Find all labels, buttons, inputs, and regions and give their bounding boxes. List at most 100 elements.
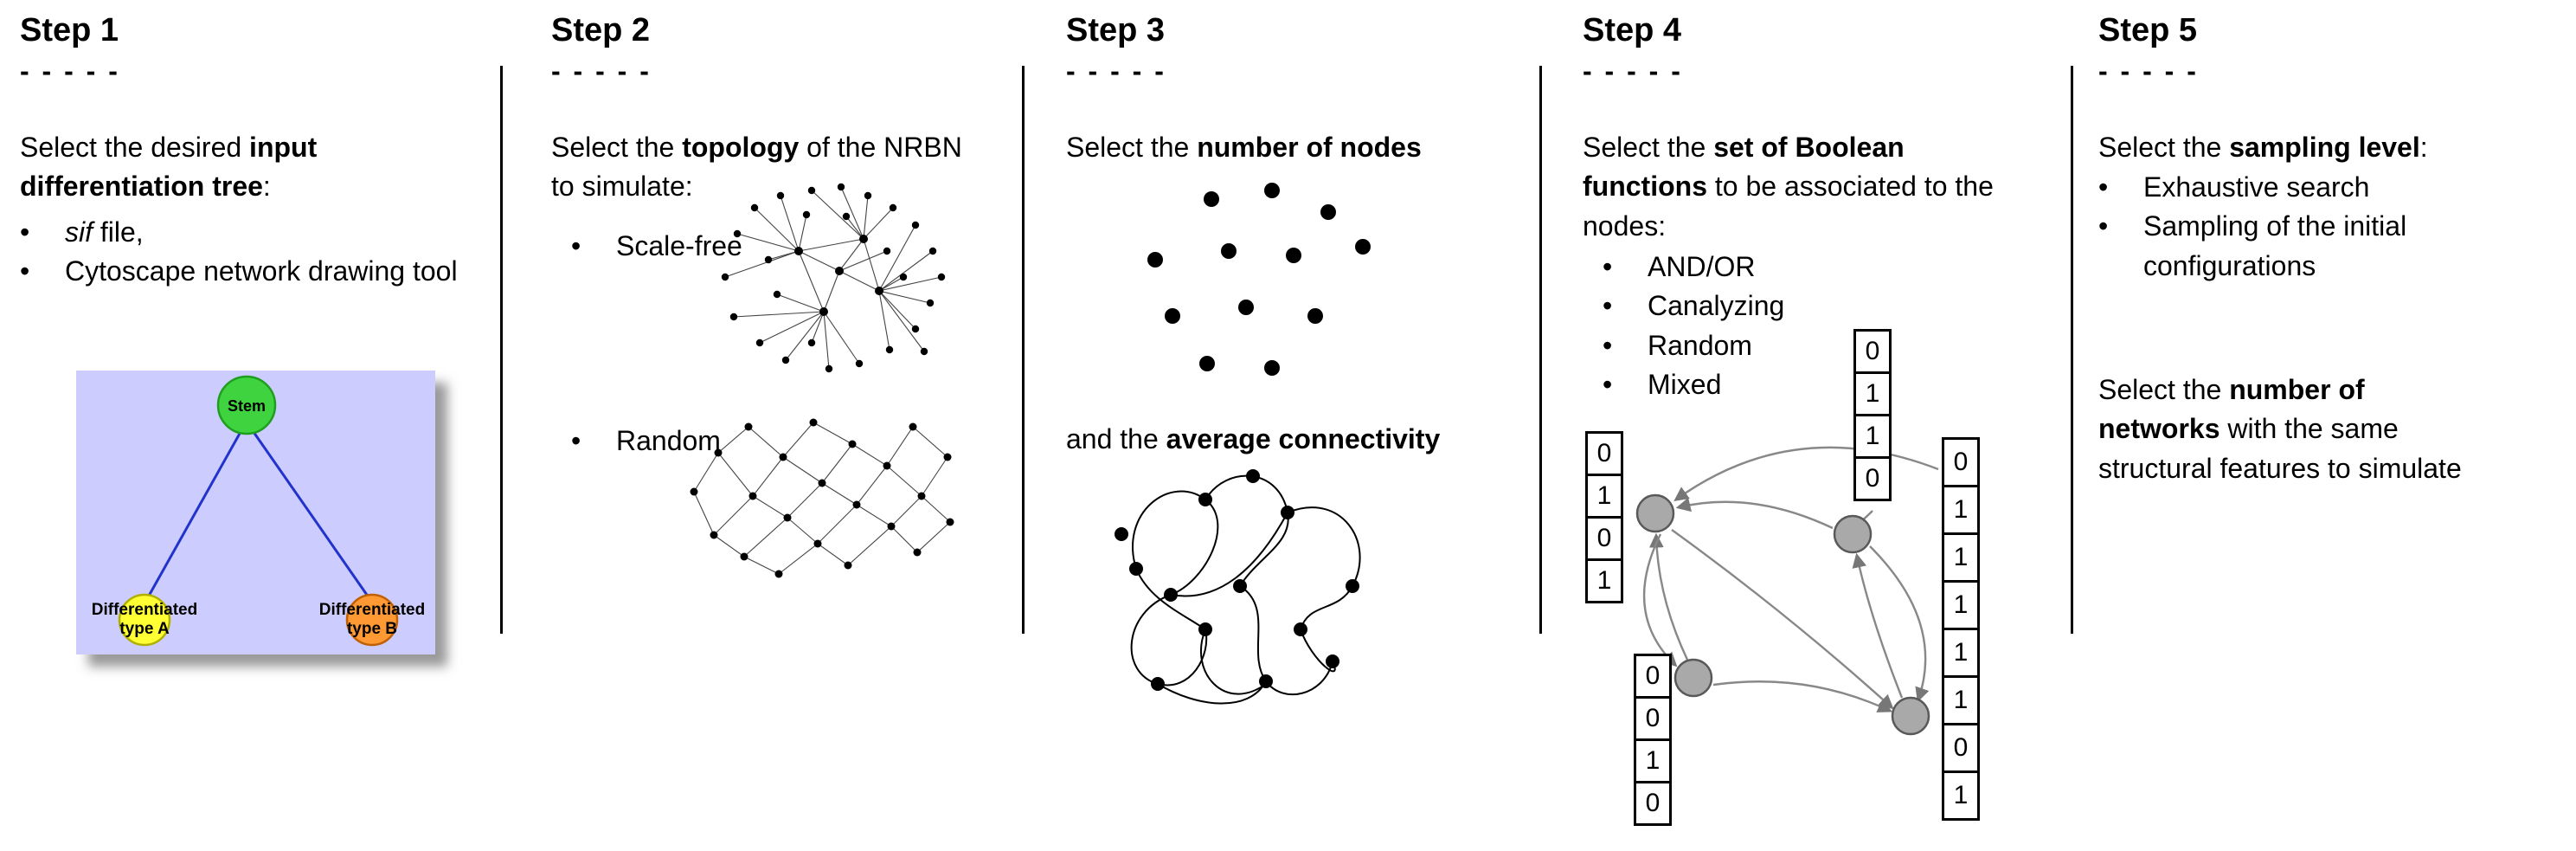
step-3-line2: and the average connectivity bbox=[1066, 420, 1533, 459]
text: Select the bbox=[2098, 374, 2230, 405]
truth-table-cell: 1 bbox=[1634, 738, 1672, 783]
type-b-label-line1: Differentiated bbox=[319, 601, 425, 619]
differentiation-tree-figure: Stem Differentiated type A Differentiate… bbox=[76, 371, 435, 654]
truth-table-right: 0 1 1 1 1 1 0 1 bbox=[1942, 437, 1980, 821]
text: file, bbox=[93, 216, 144, 248]
intro-bold-text: sampling level bbox=[2229, 132, 2420, 163]
list-item: • Random bbox=[1603, 326, 1949, 365]
list-item-text: Cytoscape network drawing tool bbox=[65, 255, 458, 287]
connectivity-tangle-figure bbox=[1115, 469, 1361, 705]
bullet-icon: • bbox=[2098, 171, 2109, 203]
boolean-network-edges bbox=[1642, 446, 1939, 712]
step-2-dashes: - - - - - bbox=[551, 55, 652, 87]
step-3-line1: Select the number of nodes bbox=[1066, 128, 1533, 167]
truth-table-top: 0 1 1 0 bbox=[1853, 329, 1892, 501]
step-5-intro: Select the sampling level: bbox=[2098, 128, 2557, 167]
truth-table-cell: 0 bbox=[1942, 723, 1980, 773]
list-item-text: sif file, bbox=[65, 213, 144, 252]
truth-table-cell: 1 bbox=[1942, 675, 1980, 725]
truth-table-left: 0 1 0 1 bbox=[1585, 431, 1623, 603]
step-5-bullets: • Exhaustive search • Sampling of the in… bbox=[2098, 168, 2557, 286]
truth-table-cell: 0 bbox=[1853, 329, 1892, 374]
truth-table-cell: 0 bbox=[1634, 696, 1672, 741]
step-4-title: Step 4 bbox=[1583, 12, 1682, 48]
step-3-dashes: - - - - - bbox=[1066, 55, 1166, 87]
list-item-text: Canalyzing bbox=[1648, 290, 1785, 322]
step-5-second-paragraph: Select the number of networks with the s… bbox=[2098, 371, 2566, 488]
step-5-title: Step 5 bbox=[2098, 12, 2198, 48]
intro-text: : bbox=[2419, 132, 2428, 163]
step-1-bullets: • sif file, • Cytoscape network drawing … bbox=[20, 213, 487, 292]
bullet-icon: • bbox=[20, 255, 30, 287]
truth-table-cell: 1 bbox=[1853, 371, 1892, 416]
list-item: • Mixed bbox=[1603, 365, 1949, 404]
list-item: • Sampling of the initial configurations bbox=[2098, 207, 2557, 286]
bold-text: networks bbox=[2098, 413, 2220, 445]
text-line: structural features to simulate bbox=[2098, 452, 2462, 484]
random-network-figure bbox=[690, 418, 954, 578]
divider-4 bbox=[2071, 66, 2073, 634]
intro-text: of the NRBN to simulate: bbox=[551, 132, 962, 203]
type-a-node bbox=[118, 593, 171, 647]
step-1-dashes: - - - - - bbox=[20, 55, 120, 87]
intro-text: Select the desired bbox=[20, 132, 250, 163]
bullet-icon: • bbox=[1603, 369, 1613, 401]
intro-bold-text: input differentiation tree bbox=[20, 132, 318, 203]
truth-table-cell: 1 bbox=[1853, 414, 1892, 459]
truth-table-cell: 0 bbox=[1585, 431, 1623, 476]
node-dots bbox=[1147, 183, 1371, 376]
stem-node bbox=[216, 375, 277, 435]
truth-table-cell: 0 bbox=[1853, 456, 1892, 501]
list-item-text: Sampling of the initial configurations bbox=[2143, 210, 2407, 281]
boolean-network-nodes bbox=[1635, 493, 1930, 736]
random-network-edges bbox=[693, 422, 951, 575]
divider-3 bbox=[1539, 66, 1542, 634]
scale-free-network-figure bbox=[721, 183, 946, 373]
text-line: networks with the same bbox=[2098, 409, 2566, 448]
type-b-node bbox=[345, 593, 399, 647]
bullet-icon: • bbox=[1603, 329, 1613, 361]
divider-1 bbox=[500, 66, 503, 634]
bold-text: number of bbox=[2229, 374, 2365, 405]
tree-edges bbox=[146, 431, 370, 598]
bold-text: average connectivity bbox=[1166, 423, 1441, 455]
nodes-dots-figure bbox=[1147, 183, 1371, 376]
list-item: • sif file, bbox=[20, 213, 487, 252]
list-item-text: Random bbox=[616, 425, 721, 456]
list-item-text: Mixed bbox=[1648, 369, 1722, 401]
truth-table-cell: 1 bbox=[1585, 558, 1623, 603]
gene-node bbox=[1891, 696, 1930, 736]
list-item-random: • Random bbox=[571, 422, 721, 461]
boolean-network-figure: 0 1 1 0 0 1 0 1 0 0 1 0 0 1 1 1 bbox=[1575, 320, 1990, 850]
scale-free-network-edges bbox=[724, 186, 942, 370]
type-b-label-line2: type B bbox=[347, 620, 397, 638]
bullet-icon: • bbox=[2098, 210, 2109, 242]
gene-node bbox=[1673, 658, 1713, 698]
tangle-nodes bbox=[1115, 469, 1359, 691]
list-item: • Exhaustive search bbox=[2098, 168, 2557, 207]
step-1-intro: Select the desired input differentiation… bbox=[20, 128, 487, 207]
truth-table-cell: 0 bbox=[1634, 781, 1672, 826]
truth-table-cell: 1 bbox=[1942, 770, 1980, 821]
type-a-label-line1: Differentiated bbox=[92, 601, 197, 619]
type-a-label-line2: type A bbox=[119, 620, 170, 638]
intro-text: to be associated to the nodes: bbox=[1583, 171, 1994, 242]
truth-table-cell: 0 bbox=[1585, 516, 1623, 561]
step-1-title: Step 1 bbox=[20, 12, 119, 48]
intro-bold-text: set of Boolean functions bbox=[1583, 132, 1905, 203]
divider-2 bbox=[1022, 66, 1025, 634]
intro-text: : bbox=[262, 171, 271, 203]
bullet-icon: • bbox=[571, 230, 581, 261]
list-item: • AND/OR bbox=[1603, 248, 1949, 287]
truth-table-cell: 1 bbox=[1942, 532, 1980, 583]
truth-table-cell: 1 bbox=[1942, 485, 1980, 535]
truth-table-cell: 1 bbox=[1942, 628, 1980, 678]
list-item-text: Random bbox=[1648, 329, 1752, 361]
bullet-icon: • bbox=[1603, 251, 1613, 282]
differentiation-tree-svg: Stem Differentiated type A Differentiate… bbox=[92, 375, 425, 647]
text: and the bbox=[1066, 423, 1166, 455]
italic-text: sif bbox=[65, 216, 93, 248]
bullet-icon: • bbox=[20, 216, 30, 248]
truth-table-cell: 1 bbox=[1585, 474, 1623, 519]
